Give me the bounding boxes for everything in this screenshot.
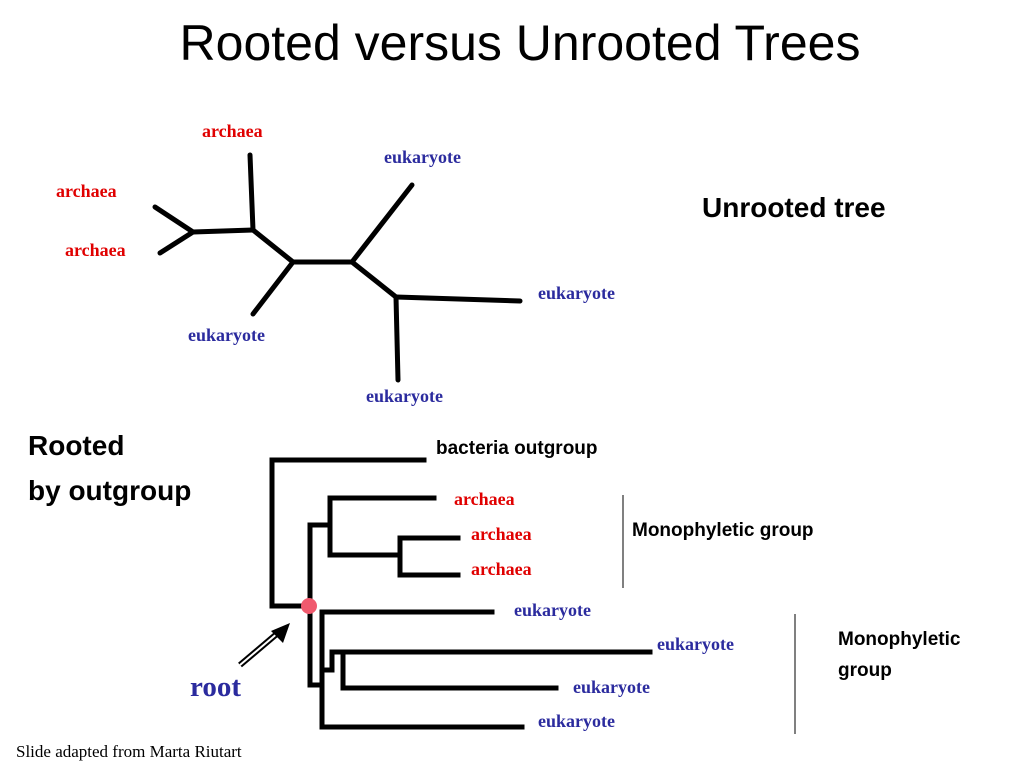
unrooted-leaf-eukaryote: eukaryote: [538, 283, 615, 303]
outgroup-label: bacteria outgroup: [436, 438, 598, 459]
group1-label: Monophyletic group: [632, 520, 814, 541]
group-brackets: [622, 495, 796, 734]
unrooted-branch: [157, 229, 196, 256]
unrooted-branch: [393, 294, 401, 383]
unrooted-branch: [152, 204, 196, 235]
unrooted-leaf-archaea: archaea: [202, 121, 263, 141]
root-label: root: [190, 671, 242, 703]
group2-label-line2: group: [838, 660, 892, 681]
group2-label-line1: Monophyletic: [838, 629, 961, 650]
unrooted-branch: [349, 259, 399, 300]
rooted-leaf-archaea: archaea: [471, 524, 532, 544]
root-marker: [301, 598, 317, 614]
rooted-caption-line2: by outgroup: [28, 475, 192, 506]
rooted-leaf-archaea: archaea: [471, 559, 532, 579]
rooted-leaf-eukaryote: eukaryote: [657, 634, 734, 654]
root-arrow-shaft-inner: [239, 631, 280, 666]
slide-footer: Slide adapted from Marta Riutart: [16, 742, 242, 761]
unrooted-branch: [250, 259, 296, 317]
rooted-leaf-eukaryote: eukaryote: [573, 677, 650, 697]
unrooted-tree: [152, 152, 523, 383]
unrooted-caption: Unrooted tree: [702, 192, 886, 223]
root-arrow-head: [271, 623, 290, 643]
unrooted-leaf-eukaryote: eukaryote: [366, 386, 443, 406]
unrooted-leaf-eukaryote: eukaryote: [384, 147, 461, 167]
unrooted-branch: [250, 227, 296, 265]
rooted-tree: [269, 457, 653, 730]
unrooted-branch: [247, 152, 256, 233]
unrooted-branch: [190, 227, 256, 235]
unrooted-branch: [349, 182, 415, 265]
unrooted-leaf-archaea: archaea: [56, 181, 117, 201]
rooted-caption-line1: Rooted: [28, 430, 125, 461]
root-arrow: [238, 623, 290, 668]
rooted-leaf-eukaryote: eukaryote: [514, 600, 591, 620]
slide-title: Rooted versus Unrooted Trees: [179, 15, 861, 71]
rooted-leaf-archaea: archaea: [454, 489, 515, 509]
unrooted-branch: [393, 294, 523, 304]
unrooted-leaf-eukaryote: eukaryote: [188, 325, 265, 345]
unrooted-leaf-archaea: archaea: [65, 240, 126, 260]
rooted-leaf-eukaryote: eukaryote: [538, 711, 615, 731]
